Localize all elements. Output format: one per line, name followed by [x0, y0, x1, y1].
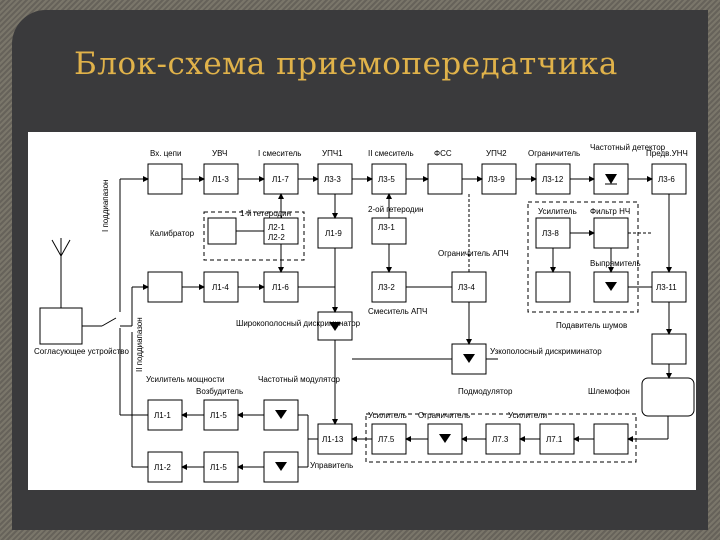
- slide-title: Блок-схема приемопередатчика: [74, 46, 618, 82]
- code-l73: Л7.3: [492, 435, 509, 444]
- code-l16: Л1-6: [272, 283, 289, 292]
- label-matching: Согласующее устройство: [34, 347, 129, 356]
- label-amps: Усилители: [508, 411, 547, 420]
- label-filter-nch: Фильтр НЧ: [590, 207, 630, 216]
- block-fss: [427, 163, 463, 195]
- label-het1: 1-й гетеродин: [240, 209, 291, 218]
- label-rectifier: Выпрямитель: [590, 259, 641, 268]
- code-l39: Л3-9: [488, 175, 505, 184]
- code-l17: Л1-7: [272, 175, 289, 184]
- code-l113: Л1-13: [322, 435, 344, 444]
- code-l35: Л3-5: [378, 175, 395, 184]
- block-vx-tsepi-2: [147, 271, 183, 303]
- code-l31: Л3-1: [378, 223, 395, 232]
- block-diagram: Вх. цепи УВЧ I смеситель УПЧ1 II смесите…: [28, 132, 696, 490]
- code-l11: Л1-1: [154, 411, 171, 420]
- label-upch1: УПЧ1: [322, 149, 343, 158]
- code-l33: Л3-3: [324, 175, 341, 184]
- group-noise: [527, 201, 639, 313]
- code-l12b: Л1-2: [154, 463, 171, 472]
- code-l38: Л3-8: [542, 229, 559, 238]
- code-l19: Л1-9: [325, 229, 342, 238]
- block-transformer-out: [651, 333, 687, 365]
- code-l36: Л3-6: [658, 175, 675, 184]
- label-mixer2: II смеситель: [368, 149, 414, 158]
- code-l13: Л1-3: [212, 175, 229, 184]
- code-l32: Л3-2: [378, 283, 395, 292]
- label-freq-mod: Частотный модулятор: [258, 375, 340, 384]
- label-helmet: Шлемофон: [588, 387, 630, 396]
- label-vx-tsepi: Вх. цепи: [150, 149, 181, 158]
- code-l15: Л1-5: [210, 411, 227, 420]
- label-subrange1: I поддиапазон: [101, 180, 110, 232]
- code-l22: Л2-2: [268, 233, 285, 242]
- block-matching: [39, 307, 83, 345]
- code-l71: Л7.1: [546, 435, 563, 444]
- code-l75: Л7.5: [378, 435, 395, 444]
- label-mixer1: I смеситель: [258, 149, 301, 158]
- label-freq-det: Частотный детектор: [590, 143, 666, 152]
- code-l311: Л3-11: [656, 283, 677, 292]
- block-diagram-svg: Вх. цепи УВЧ I смеситель УПЧ1 II смесите…: [34, 143, 695, 483]
- label-het2: 2-ой гетеродин: [368, 205, 423, 214]
- block-mic-transformer: [593, 423, 629, 455]
- block-filter-nch: [593, 217, 629, 249]
- block-calibrator: [207, 217, 237, 245]
- code-l14: Л1-4: [212, 283, 229, 292]
- label-narrowband: Узкополосный дискриминатор: [490, 347, 602, 356]
- label-exciter: Возбудитель: [196, 387, 243, 396]
- label-limiter2: Ограничитель: [418, 411, 470, 420]
- label-pred-unch: Предв.УНЧ: [646, 149, 688, 158]
- block-helmet: [641, 377, 695, 417]
- label-fss: ФСС: [434, 149, 452, 158]
- label-upch2: УПЧ2: [486, 149, 507, 158]
- label-mixer-apch: Смеситель АПЧ: [368, 307, 427, 316]
- label-uvch: УВЧ: [212, 149, 227, 158]
- label-subrange2: II поддиапазон: [135, 317, 144, 372]
- block-rect-coil: [535, 271, 571, 303]
- label-submod: Подмодулятор: [458, 387, 513, 396]
- code-l312: Л3-12: [542, 175, 564, 184]
- label-amp2: Усилитель: [368, 411, 407, 420]
- block-vx-tsepi: [147, 163, 183, 195]
- group-het: [203, 211, 305, 261]
- label-wideband: Широкополосный дискриминатор: [236, 319, 361, 328]
- label-limiter-apch: Ограничитель АПЧ: [438, 249, 509, 258]
- code-l34: Л3-4: [458, 283, 475, 292]
- code-l21: Л2-1: [268, 223, 285, 232]
- code-l15b: Л1-5: [210, 463, 227, 472]
- label-noise-sup: Подавитель шумов: [556, 321, 627, 330]
- label-calibrator: Калибратор: [150, 229, 195, 238]
- label-amp: Усилитель: [538, 207, 577, 216]
- label-amp-power: Усилитель мощности: [146, 375, 225, 384]
- group-submod: [365, 413, 637, 463]
- label-controller: Управитель: [310, 461, 353, 470]
- label-limiter: Ограничитель: [528, 149, 580, 158]
